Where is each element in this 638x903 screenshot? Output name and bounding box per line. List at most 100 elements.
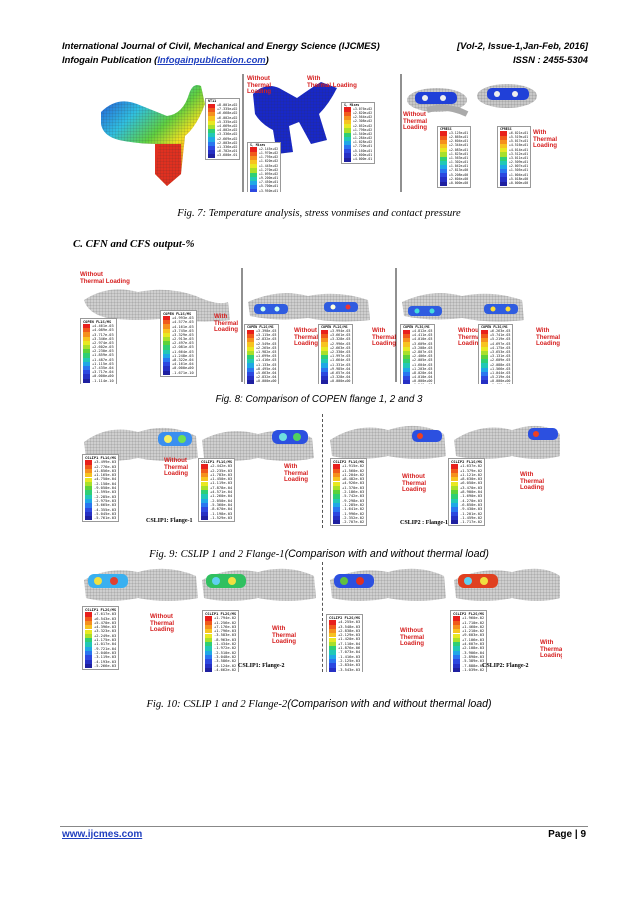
legend-swatch bbox=[208, 112, 215, 117]
legend-swatch bbox=[250, 151, 257, 156]
legend-row: -3.665e-03 bbox=[85, 503, 116, 508]
legend-row: -3.119e-03 bbox=[85, 655, 116, 660]
legend-value: -3.586e-02 bbox=[214, 659, 237, 664]
legend-row: +1.260e-04 bbox=[201, 494, 232, 499]
legend-value: +2.344e+01 bbox=[449, 143, 469, 148]
legend-value: +3.011e+01 bbox=[509, 155, 529, 160]
legend-row: +5.017e+01 bbox=[500, 139, 528, 144]
legend-row: +1.284e+02 bbox=[344, 136, 372, 141]
legend-value: -5.389e-03 bbox=[462, 659, 485, 664]
legend-value: +1.175e-03 bbox=[94, 638, 117, 643]
legend-value: +2.005e-03 bbox=[412, 358, 433, 363]
legend-row: +1.119e-03 bbox=[201, 481, 232, 486]
footer-website-link[interactable]: www.ijcmes.com bbox=[62, 829, 143, 840]
legend-swatch bbox=[451, 503, 458, 508]
legend-value: +2.820e+02 bbox=[353, 110, 373, 115]
legend-swatch bbox=[83, 324, 90, 329]
fig9-tag-without-1: Without Thermal Loading bbox=[164, 457, 189, 478]
legend-row: +2.865e+01 bbox=[440, 135, 468, 140]
legend-row: +0.000e+00 bbox=[83, 374, 114, 379]
legend-swatch bbox=[333, 490, 340, 495]
legend-value: +2.249e-03 bbox=[94, 633, 117, 638]
legend-value: +1.487e-03 bbox=[92, 357, 114, 362]
figure-7-art bbox=[101, 74, 537, 192]
legend-swatch bbox=[85, 629, 92, 634]
legend-value: +2.996e-03 bbox=[330, 341, 351, 346]
legend-value: +5.663e-04 bbox=[256, 370, 277, 375]
legend-row: +3.323e-03 bbox=[85, 629, 116, 634]
legend-row: +2.807e-03 bbox=[403, 350, 432, 356]
legend-value: -5.045e-03 bbox=[94, 511, 117, 516]
legend-swatch bbox=[85, 659, 92, 664]
legend-value: +2.330e-03 bbox=[330, 349, 351, 354]
legend-row: +0.000e+00 bbox=[403, 379, 432, 384]
legend-row: +1.204e-02 bbox=[333, 473, 364, 478]
legend-value: +1.796e+02 bbox=[353, 127, 373, 132]
legend-value: +4.411e-03 bbox=[412, 333, 433, 338]
fig8-legend-3a: COPEN FL3S/MS+4.812e-03+4.411e-03+4.010e… bbox=[400, 324, 436, 384]
legend-row: +2.663e-03 bbox=[321, 346, 350, 351]
legend-value: +7.335e+02 bbox=[217, 107, 238, 112]
legend-swatch bbox=[500, 143, 507, 149]
legend-row: +6.668e+02 bbox=[208, 112, 237, 117]
legend-swatch bbox=[403, 371, 410, 376]
legend-swatch bbox=[451, 468, 458, 473]
legend-swatch bbox=[333, 503, 340, 508]
legend-row: +3.994e-03 bbox=[321, 329, 350, 335]
legend-swatch bbox=[321, 338, 328, 343]
legend-row: +4.161e-03 bbox=[163, 324, 194, 329]
legend-swatch bbox=[481, 346, 488, 351]
legend-row: +5.219e-04 bbox=[481, 375, 510, 381]
legend-row: +4.577e-03 bbox=[163, 320, 194, 325]
legend-swatch bbox=[208, 124, 215, 130]
legend-row: +1.505e+01 bbox=[500, 169, 528, 174]
legend-value: +8.322e-04 bbox=[172, 358, 194, 363]
legend-value: +8.900e-04 bbox=[460, 490, 483, 495]
legend-value: +4.577e-03 bbox=[172, 320, 194, 325]
legend-row: +8.020e-04 bbox=[403, 371, 432, 376]
legend-swatch bbox=[205, 659, 212, 664]
legend-swatch bbox=[481, 380, 488, 384]
legend-swatch bbox=[83, 332, 90, 337]
legend-value: -9.430e-03 bbox=[460, 507, 483, 512]
legend-row: +6.050e-03 bbox=[451, 481, 482, 486]
legend-value: +3.346e-03 bbox=[92, 336, 114, 341]
legend-swatch bbox=[201, 464, 208, 469]
legend-row: -2.890e-03 bbox=[453, 655, 484, 660]
legend-row: +1.620e+02 bbox=[250, 159, 278, 165]
legend-row: +8.001e+02 bbox=[208, 103, 237, 109]
legend-value: +1.115e-03 bbox=[92, 361, 114, 366]
legend-value: +1.876e-06 bbox=[338, 646, 361, 651]
legend-swatch bbox=[453, 667, 460, 672]
legend-row: +1.487e-03 bbox=[83, 357, 114, 362]
legend-row: +3.398e-03 bbox=[247, 329, 276, 335]
legend-swatch bbox=[208, 154, 215, 159]
legend-row: +1.856e-03 bbox=[85, 469, 116, 474]
legend-value: +1.997e-03 bbox=[330, 354, 351, 359]
legend-swatch bbox=[329, 637, 336, 642]
legend-value: +8.482e-03 bbox=[342, 477, 365, 482]
legend-swatch bbox=[247, 334, 254, 339]
publisher-link[interactable]: Infogainpublication.com bbox=[157, 54, 266, 65]
legend-value: +4.516e+01 bbox=[509, 143, 529, 148]
fig9-tag-without-2: Without Thermal Loading bbox=[402, 473, 427, 494]
temperature-manifold bbox=[101, 85, 205, 186]
legend-row: -9.430e-03 bbox=[451, 507, 483, 512]
legend-value: +7.813e+00 bbox=[449, 168, 469, 173]
legend-row: +2.820e+02 bbox=[344, 110, 373, 116]
legend-swatch bbox=[250, 172, 257, 177]
legend-row: +5.208e+00 bbox=[440, 173, 468, 178]
fig8-tag-with-2: With Thermal Loading bbox=[372, 327, 397, 348]
legend-value: +9.985e-04 bbox=[330, 366, 351, 371]
legend-value: +1.420e-03 bbox=[338, 637, 361, 642]
legend-value: +1.017e-04 bbox=[94, 642, 117, 647]
legend-value: -5.360e-04 bbox=[210, 502, 233, 507]
legend-swatch bbox=[85, 499, 92, 504]
legend-value: -1.717e-02 bbox=[460, 520, 483, 525]
legend-swatch bbox=[208, 116, 215, 121]
legend-row: +4.089e-03 bbox=[83, 328, 114, 333]
legend-swatch bbox=[481, 329, 488, 335]
legend-swatch bbox=[344, 124, 351, 129]
legend-swatch bbox=[481, 338, 488, 343]
legend-swatch bbox=[440, 152, 447, 157]
